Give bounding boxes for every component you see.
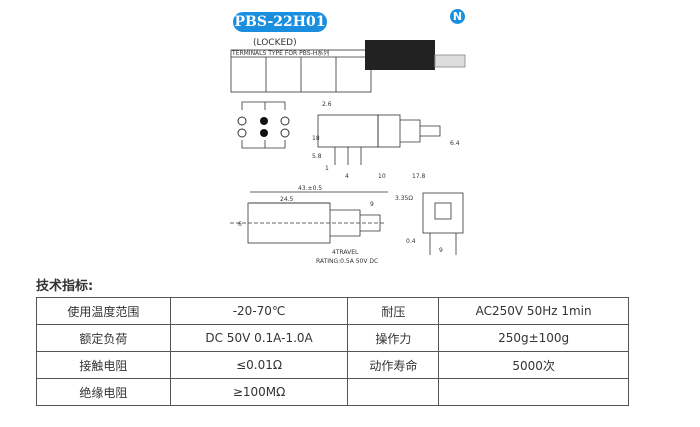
spec-value: ≤0.01Ω bbox=[169, 351, 349, 379]
specs-table: 使用温度范围 -20-70℃ 耐压 AC250V 50Hz 1min 额定负荷 … bbox=[36, 297, 629, 406]
spec-value bbox=[438, 378, 629, 406]
dim-label: 6.4 bbox=[450, 140, 460, 147]
dim-label: 0.4 bbox=[406, 238, 416, 245]
rating-label: RATING:0.5A 50V DC bbox=[316, 258, 378, 265]
dim-label: 3.35Ω bbox=[395, 195, 413, 202]
terminals-title: TERMINALS TYPE FOR PBS-H系列 bbox=[231, 49, 329, 57]
model-title: PBS-22H01 bbox=[233, 12, 327, 32]
spec-value: -20-70℃ bbox=[169, 297, 349, 325]
table-row: 接触电阻 ≤0.01Ω 动作寿命 5000次 bbox=[36, 351, 629, 379]
dim-label: 18 bbox=[312, 135, 320, 142]
spec-label: 接触电阻 bbox=[36, 351, 171, 379]
spec-value: 250g±100g bbox=[438, 324, 629, 352]
spec-value: DC 50V 0.1A-1.0A bbox=[169, 324, 349, 352]
spec-label: 使用温度范围 bbox=[36, 297, 171, 325]
dim-label: 4 bbox=[345, 173, 349, 180]
dim-label: 6 bbox=[238, 221, 242, 228]
dim-label: 5.8 bbox=[312, 153, 322, 160]
spec-label: 额定负荷 bbox=[36, 324, 171, 352]
dim-label: 43.±0.5 bbox=[298, 185, 322, 192]
table-row: 额定负荷 DC 50V 0.1A-1.0A 操作力 250g±100g bbox=[36, 324, 629, 352]
spec-value: ≥100MΩ bbox=[169, 378, 349, 406]
spec-label: 耐压 bbox=[347, 297, 440, 325]
spec-label bbox=[347, 378, 440, 406]
spec-label: 绝缘电阻 bbox=[36, 378, 171, 406]
specs-heading: 技术指标: bbox=[36, 279, 94, 294]
dim-label: 9 bbox=[439, 247, 443, 254]
spec-value: AC250V 50Hz 1min bbox=[438, 297, 629, 325]
spec-label: 操作力 bbox=[347, 324, 440, 352]
dim-label: 1 bbox=[325, 165, 329, 172]
travel-label: 4TRAVEL bbox=[332, 249, 359, 256]
dim-label: 24.5 bbox=[280, 196, 294, 203]
table-row: 使用温度范围 -20-70℃ 耐压 AC250V 50Hz 1min bbox=[36, 297, 629, 325]
dim-label: 10 bbox=[378, 173, 386, 180]
brand-logo: N bbox=[450, 9, 465, 24]
dim-label: 17.8 bbox=[412, 173, 426, 180]
dim-label: 9 bbox=[370, 201, 374, 208]
table-row: 绝缘电阻 ≥100MΩ bbox=[36, 378, 629, 406]
spec-value: 5000次 bbox=[438, 351, 629, 379]
technical-drawing: TERMINALS TYPE FOR PBS-H系列 2.6 18 5.8 6.… bbox=[230, 40, 466, 265]
spec-label: 动作寿命 bbox=[347, 351, 440, 379]
locked-label: (LOCKED) bbox=[253, 38, 297, 48]
dim-label: 2.6 bbox=[322, 101, 332, 108]
